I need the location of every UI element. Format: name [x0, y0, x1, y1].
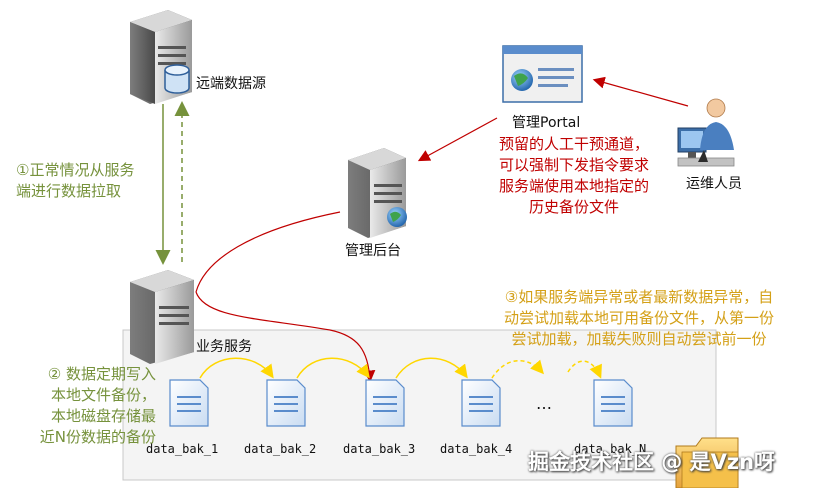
file-doc-icon	[365, 379, 405, 427]
channel-note-line: 服务端使用本地指定的	[498, 177, 649, 195]
file-name: data_bak_2	[244, 442, 317, 456]
backup-note-line: 近N份数据的备份	[39, 428, 156, 446]
more-files-ellipsis: …	[536, 394, 554, 413]
backend-server-icon	[348, 148, 407, 238]
file-name: data_bak_N	[574, 442, 647, 456]
backup-note-line: 本地文件备份，	[50, 386, 156, 404]
remote-source-server-icon	[130, 10, 192, 104]
business-server-icon	[130, 270, 194, 364]
fallback-note: ③如果服务端异常或者最新数据异常，自 动尝试加载本地可用备份文件，从第一份 尝试…	[466, 287, 812, 350]
folder-icon	[675, 437, 739, 488]
file-name: data_bak_3	[343, 442, 416, 456]
file-doc-icon	[461, 379, 501, 427]
pull-note: ①正常情况从服务 端进行数据拉取	[16, 160, 134, 202]
operator-person-icon	[677, 98, 735, 167]
pull-note-line: 端进行数据拉取	[16, 182, 122, 200]
file-doc-icon	[266, 379, 306, 427]
fallback-arrow	[296, 357, 370, 379]
fallback-arrow	[567, 360, 602, 379]
portal-to-backend-arrow	[417, 117, 498, 162]
backup-note: ② 数据定期写入 本地文件备份， 本地磁盘存储最 近N份数据的备份	[14, 364, 156, 448]
ops-label: 运维人员	[686, 176, 742, 192]
portal-label: 管理Portal	[512, 115, 581, 131]
remote-source-label: 远端数据源	[196, 76, 266, 92]
portal-window-icon	[502, 45, 583, 103]
channel-note-line: 历史备份文件	[528, 198, 619, 216]
backend-to-business-curve	[195, 211, 341, 293]
fallback-arrow	[395, 357, 468, 379]
fallback-arrow	[199, 357, 274, 379]
file-doc-icon	[593, 379, 633, 427]
fallback-note-line: 尝试加载，加载失败则自动尝试前一份	[511, 330, 767, 348]
fallback-note-line: 动尝试加载本地可用备份文件，从第一份	[503, 309, 774, 327]
fallback-note-line: ③如果服务端异常或者最新数据异常，自	[504, 288, 774, 306]
channel-note-line: 预留的人工干预通道，	[498, 135, 649, 153]
file-doc-icon	[169, 379, 209, 427]
watermark: 掘金技术社区 @ 是Vzn呀	[528, 450, 776, 474]
ops-to-portal-arrow	[592, 76, 689, 107]
pull-note-line: ①正常情况从服务	[16, 161, 135, 179]
business-to-file3-curve	[195, 291, 376, 383]
database-icon	[164, 64, 190, 94]
backup-note-line: ② 数据定期写入	[47, 365, 156, 383]
backup-note-line: 本地磁盘存储最	[50, 407, 156, 425]
business-label: 业务服务	[196, 339, 252, 355]
backend-label: 管理后台	[345, 243, 401, 259]
file-name: data_bak_1	[146, 442, 219, 456]
channel-note-line: 可以强制下发指令要求	[498, 156, 649, 174]
file-name: data_bak_4	[440, 442, 513, 456]
channel-note: 预留的人工干预通道， 可以强制下发指令要求 服务端使用本地指定的 历史备份文件	[476, 134, 672, 218]
fallback-arrow	[491, 359, 544, 379]
